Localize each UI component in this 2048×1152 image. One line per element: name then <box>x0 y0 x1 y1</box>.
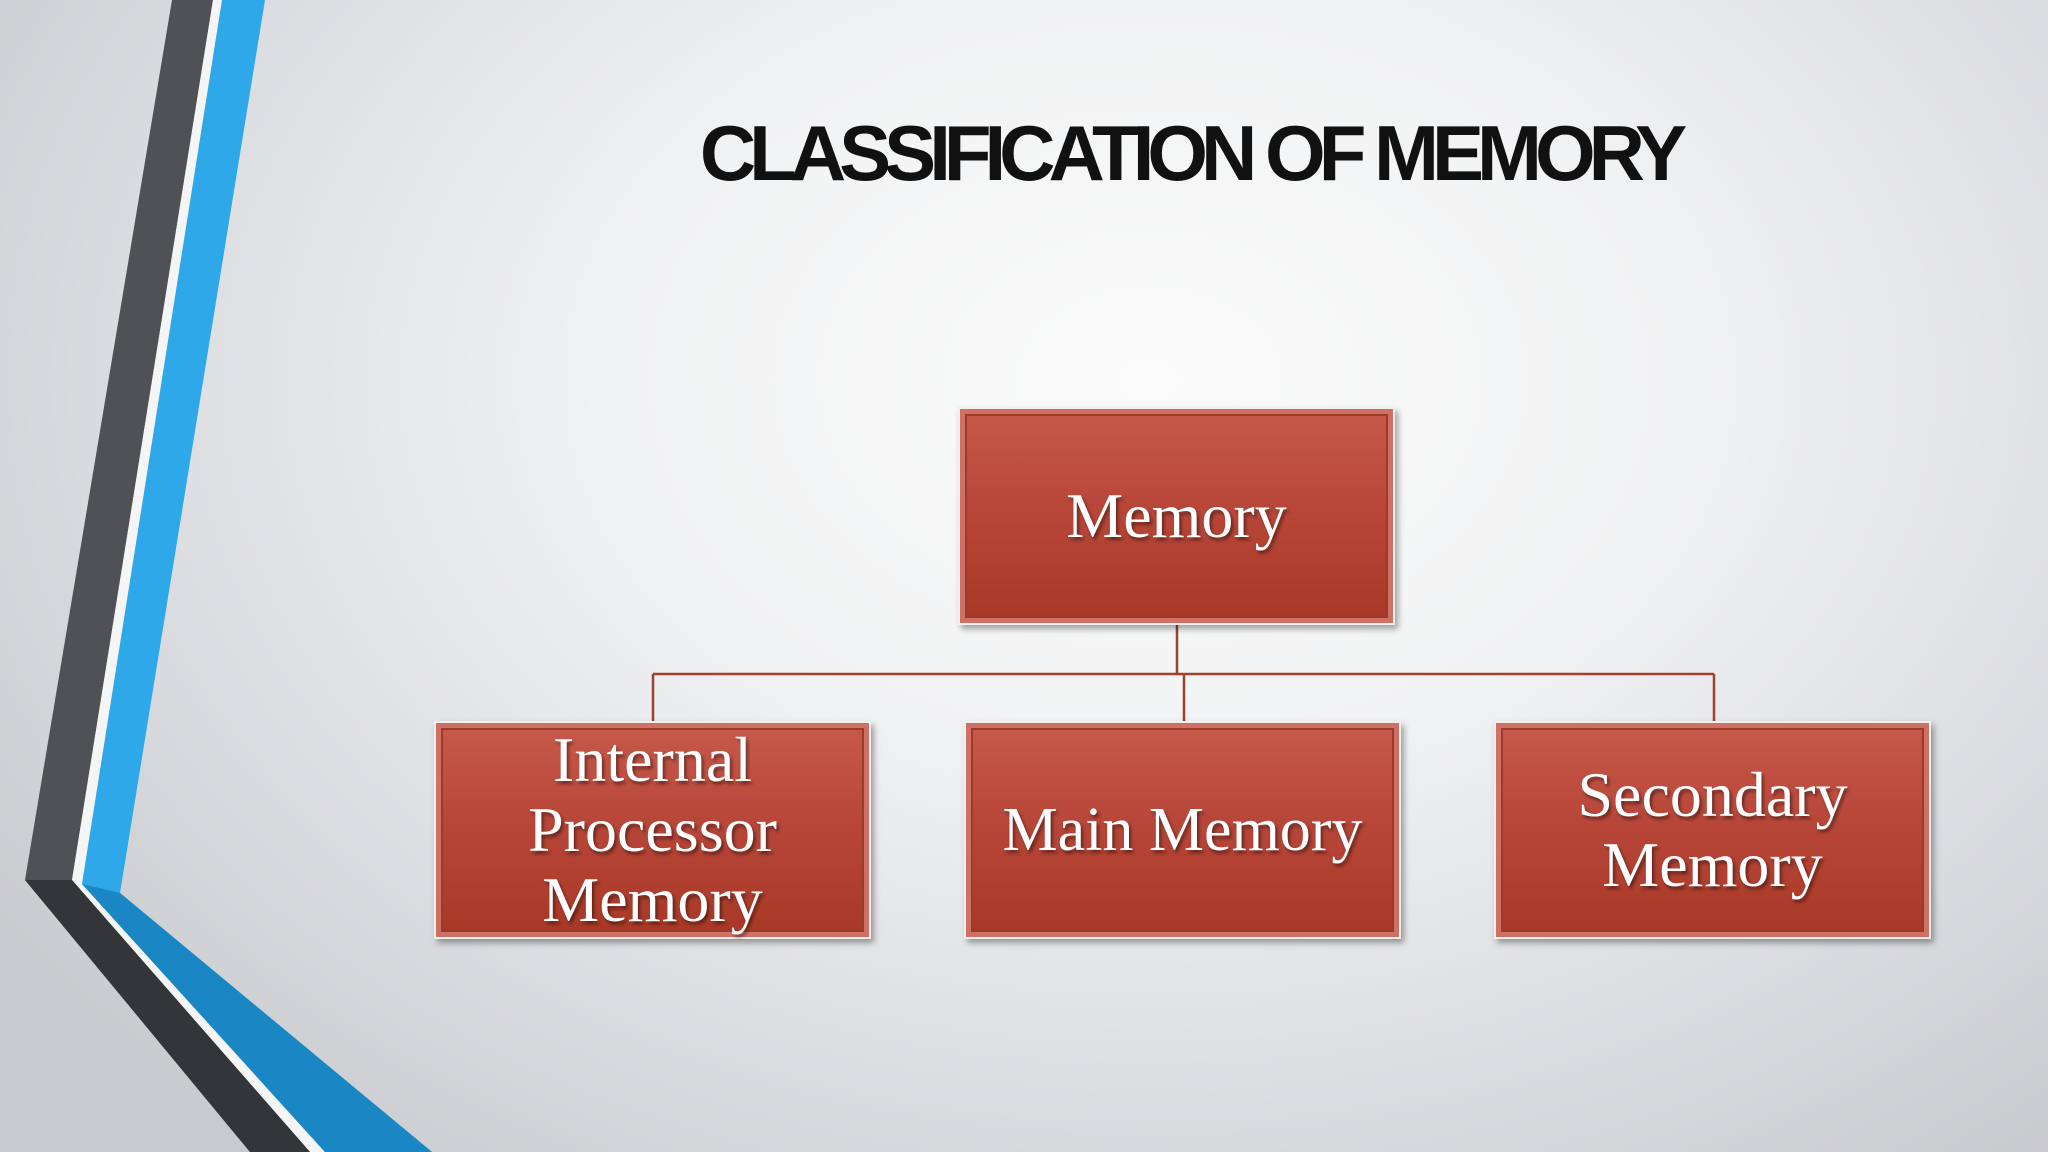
blue-stripe-shape <box>82 0 432 1152</box>
node-main-memory: Main Memory <box>964 721 1401 939</box>
gray-stripe-shape <box>25 0 310 1152</box>
node-internal-processor-memory-label: Internal Processor Memory <box>528 724 777 935</box>
node-internal-processor-memory: Internal Processor Memory <box>434 721 871 939</box>
blue-lower-wedge-shape <box>82 884 432 1152</box>
page-title: CLASSIFICATION OF MEMORY <box>699 109 1687 197</box>
white-separator-shape <box>72 0 325 1152</box>
gray-lower-wedge-shape <box>25 880 310 1152</box>
node-memory-label: Memory <box>1066 480 1287 551</box>
node-memory: Memory <box>958 407 1395 625</box>
node-secondary-memory: Secondary Memory <box>1494 721 1931 939</box>
node-secondary-memory-label: Secondary Memory <box>1577 759 1848 900</box>
node-main-memory-label: Main Memory <box>1002 796 1363 864</box>
